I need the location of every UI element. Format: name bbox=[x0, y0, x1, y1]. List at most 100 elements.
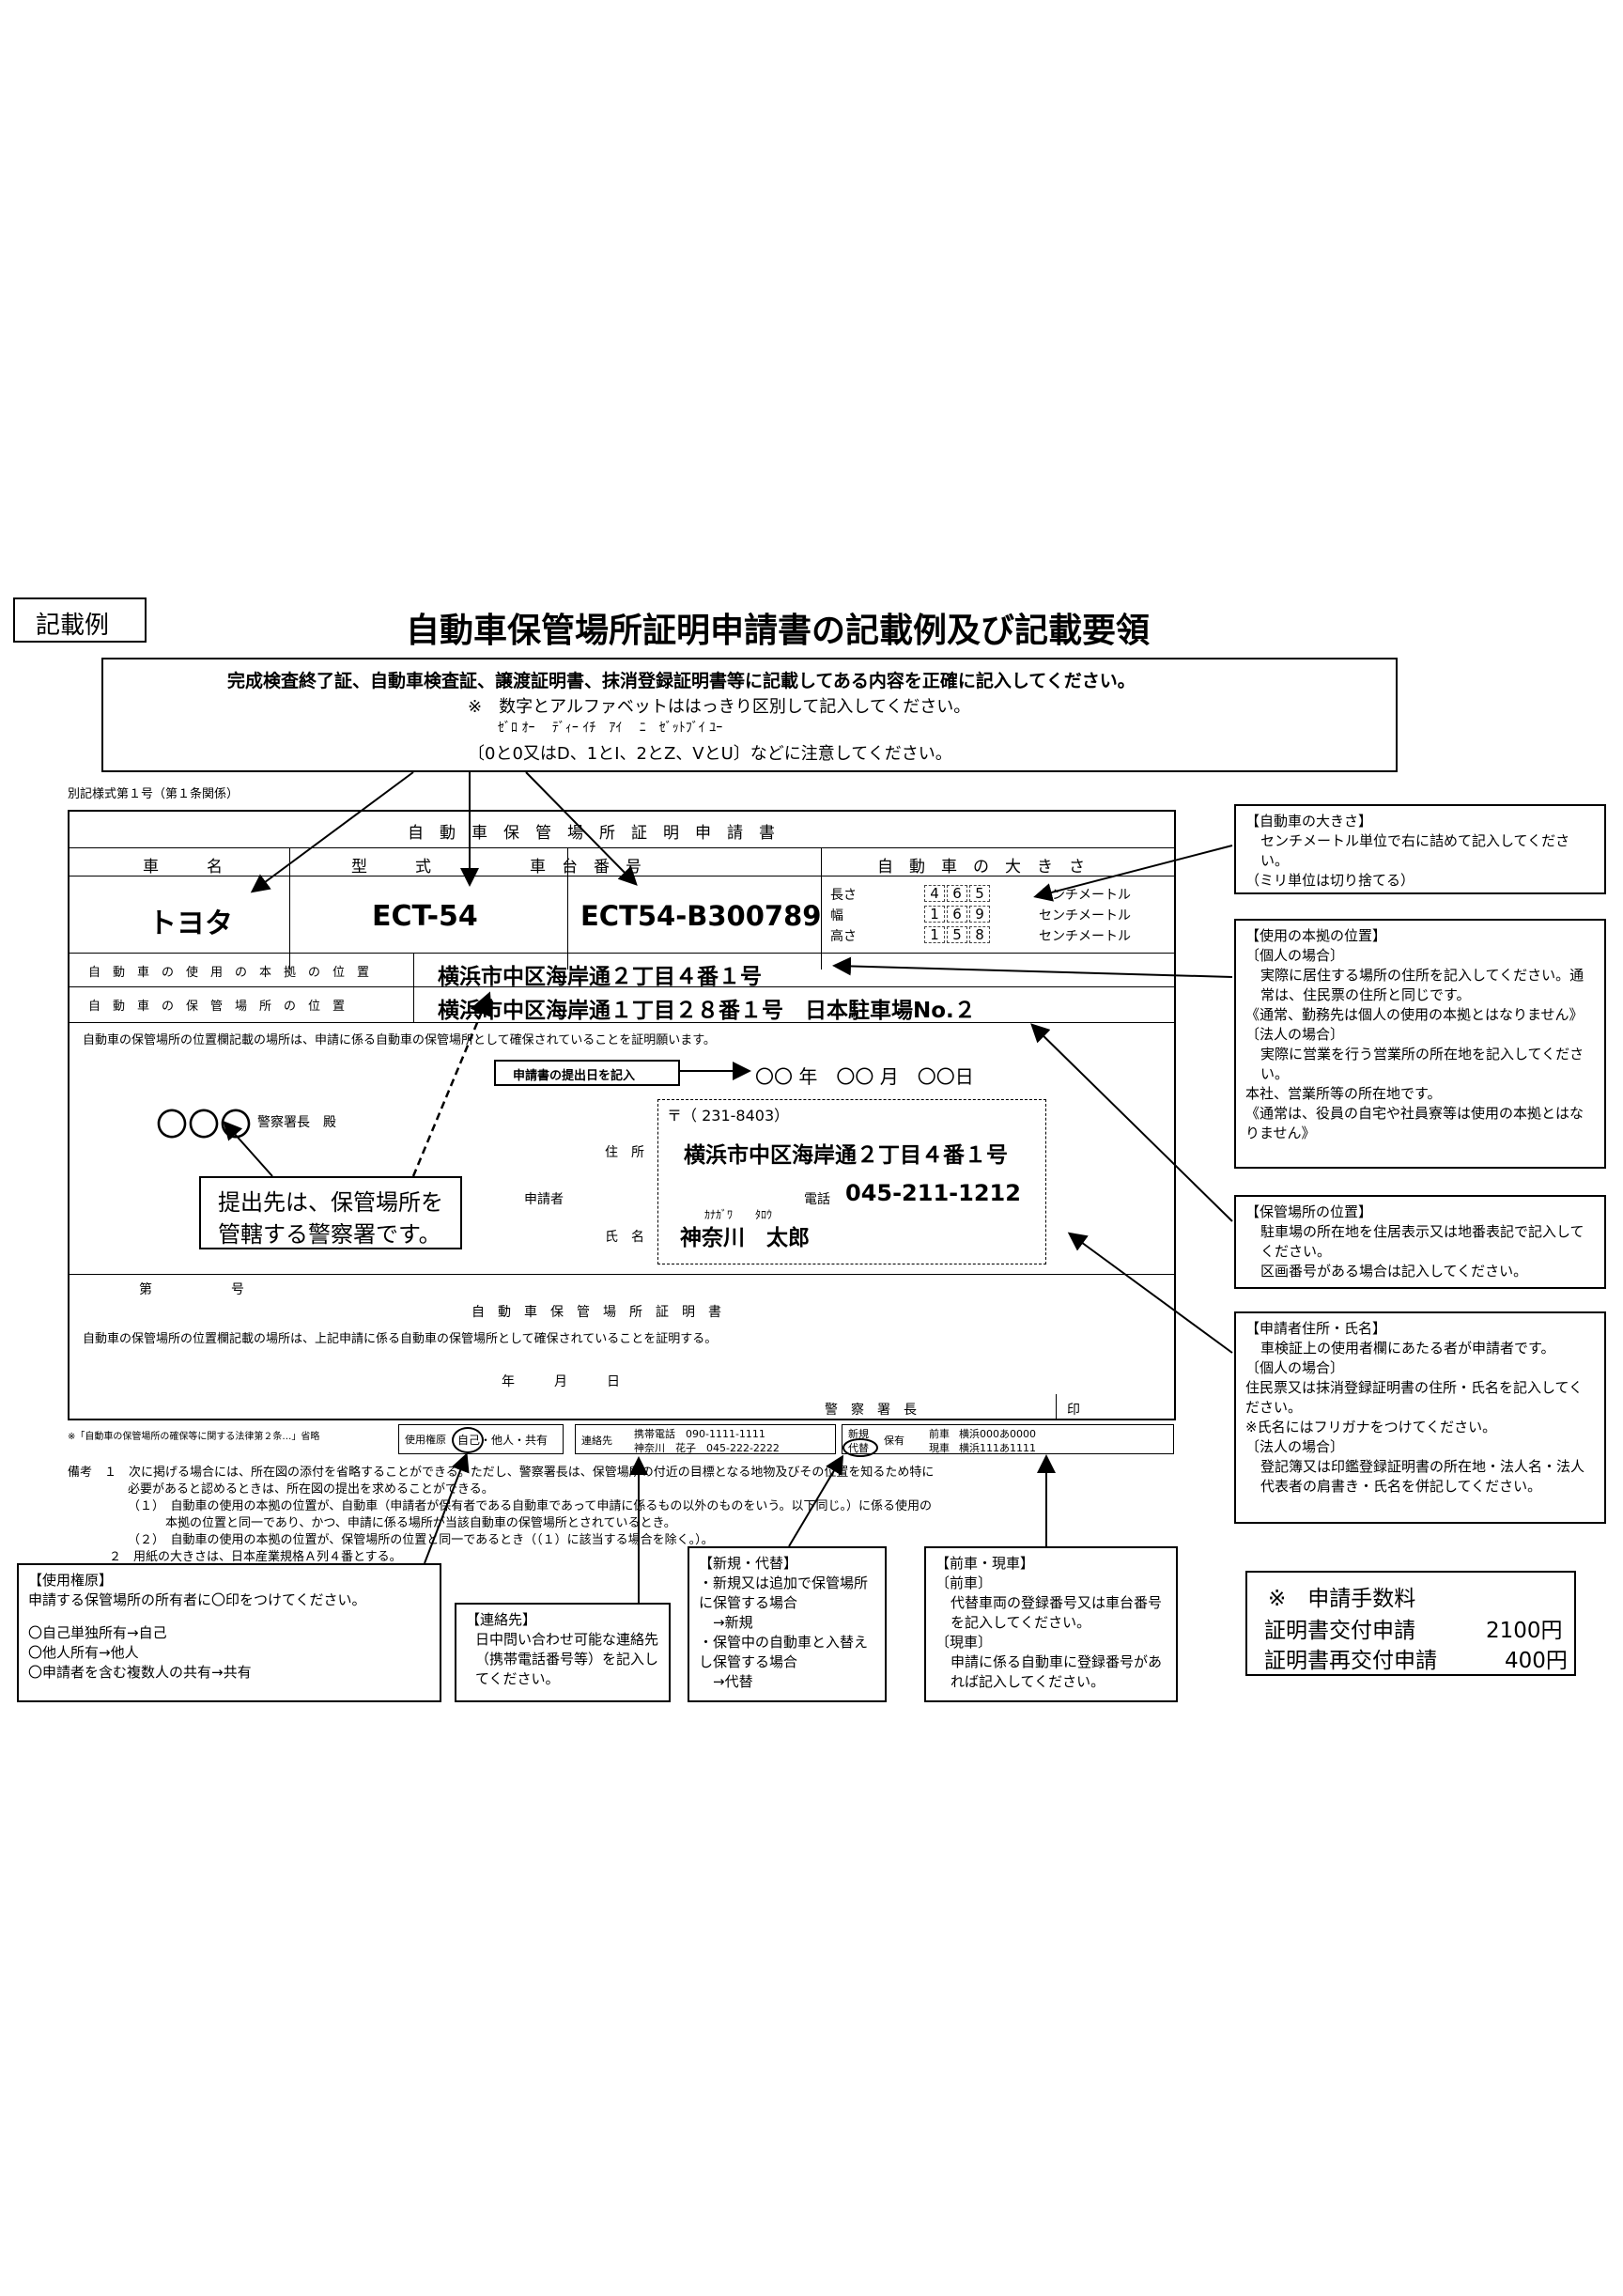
replace-circle-mark bbox=[842, 1438, 878, 1457]
height-digit-1[interactable]: 1 bbox=[924, 926, 945, 943]
length-digit-1[interactable]: 4 bbox=[924, 885, 945, 902]
certificate-date: 年 月 日 bbox=[502, 1374, 620, 1389]
note-use-line3: 《通常、勤務先は個人の使用の本拠とはなりません》 bbox=[1245, 1006, 1584, 1023]
note-before-current-line4: 申請に係る自動車に登録番号があれば記入してください。 bbox=[951, 1653, 1163, 1690]
length-digit-3[interactable]: 5 bbox=[969, 885, 990, 902]
submit-callout-line1: 提出先は、保管場所を bbox=[218, 1189, 443, 1216]
storage-location-value[interactable]: 横浜市中区海岸通１丁目２８番１号 日本駐車場No.２ bbox=[438, 999, 976, 1023]
contact-line1[interactable]: 携帯電話 090-1111-1111 bbox=[634, 1428, 765, 1440]
top-note-line1: 完成検査終了証、自動車検査証、譲渡証明書、抹消登録証明書等に記載してある内容を正… bbox=[227, 671, 1136, 691]
model-value[interactable]: ECT-54 bbox=[372, 900, 478, 933]
police-chief-suffix: 警察署長 殿 bbox=[257, 1115, 336, 1130]
note-usage-right: 【使用権原】 申請する保管場所の所有者に〇印をつけてください。 〇自己単独所有→… bbox=[17, 1563, 441, 1702]
postal-code[interactable]: 〒（ 231-8403） bbox=[667, 1107, 790, 1125]
note-new-replace-line4: →代替 bbox=[699, 1673, 753, 1690]
before-value[interactable]: 横浜000あ0000 bbox=[959, 1428, 1036, 1440]
note-size: 【自動車の大きさ】 センチメートル単位で右に詰めて記入してください。 （ミリ単位… bbox=[1234, 804, 1606, 894]
length-digit-2[interactable]: 6 bbox=[947, 885, 967, 902]
note-use-line4: 〔法人の場合〕 bbox=[1245, 1026, 1345, 1043]
fee-box: ※ 申請手数料 証明書交付申請 2100円 証明書再交付申請 400円 bbox=[1245, 1571, 1576, 1676]
size-width-label: 幅 bbox=[830, 908, 843, 923]
use-location-value[interactable]: 横浜市中区海岸通２丁目４番１号 bbox=[438, 965, 762, 989]
note-new-replace-line2: →新規 bbox=[699, 1614, 753, 1631]
furigana[interactable]: ｶﾅｶﾞﾜ ﾀﾛｳ bbox=[704, 1208, 773, 1221]
col-name-header: 車 名 bbox=[143, 858, 223, 877]
note-new-replace-line1: ・新規又は追加で保管場所に保管する場合 bbox=[699, 1575, 869, 1611]
col-size-header: 自 動 車 の 大 き さ bbox=[877, 858, 1085, 877]
new-label[interactable]: 新規 bbox=[848, 1428, 869, 1440]
remarks-line5: （２） 自動車の使用の本拠の位置が、保管場所の位置と同一であるとき（（１）に該当… bbox=[128, 1533, 714, 1547]
chassis-value[interactable]: ECT54-B300789 bbox=[580, 900, 822, 932]
note-new-replace: 【新規・代替】 ・新規又は追加で保管場所に保管する場合 →新規 ・保管中の自動車… bbox=[688, 1546, 887, 1702]
note-contact-title: 【連絡先】 bbox=[466, 1611, 537, 1628]
applicant-label: 申請者 bbox=[524, 1192, 564, 1207]
height-digit-3[interactable]: 8 bbox=[969, 926, 990, 943]
note-applicant-line5: 〔法人の場合〕 bbox=[1245, 1438, 1345, 1455]
application-date[interactable]: 〇〇 年 〇〇 月 〇〇日 bbox=[755, 1065, 974, 1088]
remarks-line2: 必要があると認めるときは、所在図の提出を求めることができる。 bbox=[128, 1482, 494, 1497]
width-digit-2[interactable]: 6 bbox=[947, 906, 967, 923]
note-contact: 【連絡先】 日中問い合わせ可能な連絡先（携帯電話番号等）を記入してください。 bbox=[455, 1603, 671, 1702]
fee-row2-label: 証明書再交付申請 bbox=[1264, 1649, 1437, 1673]
contact-line2[interactable]: 神奈川 花子 045-222-2222 bbox=[634, 1442, 780, 1454]
note-storage-title: 【保管場所の位置】 bbox=[1245, 1203, 1373, 1220]
top-note-line4: 〔0と0又はD、1とI、2とZ、VとU〕などに注意してください。 bbox=[468, 744, 952, 764]
declaration-text: 自動車の保管場所の位置欄記載の場所は、申請に係る自動車の保管場所として確保されて… bbox=[83, 1033, 716, 1047]
phone-value[interactable]: 045-211-1212 bbox=[845, 1180, 1021, 1206]
form-header: 自 動 車 保 管 場 所 証 明 申 請 書 bbox=[408, 824, 775, 843]
new-replace-field: 新規 代替 保有 前車 横浜000あ0000 現車 横浜111あ1111 bbox=[842, 1424, 1174, 1457]
submit-callout: 提出先は、保管場所を 管轄する警察署です。 bbox=[199, 1176, 462, 1249]
width-unit: センチメートル bbox=[1039, 908, 1131, 923]
note-usage-title: 【使用権原】 bbox=[28, 1572, 114, 1589]
dai-go: 第 号 bbox=[139, 1282, 244, 1297]
storage-location-label: 自 動 車 の 保 管 場 所 の 位 置 bbox=[88, 1000, 346, 1014]
name-label: 氏 名 bbox=[605, 1230, 644, 1245]
note-use-location: 【使用の本拠の位置】 〔個人の場合〕 実際に居住する場所の住所を記入してください… bbox=[1234, 919, 1606, 1169]
arrow-to-usage bbox=[424, 1452, 470, 1564]
remarks-line1: 備考 １ 次に掲げる場合には、所在図の添付を省略することができる。ただし、警察署… bbox=[68, 1466, 935, 1480]
height-digit-2[interactable]: 5 bbox=[947, 926, 967, 943]
current-value[interactable]: 横浜111あ1111 bbox=[959, 1442, 1036, 1454]
current-label: 現車 bbox=[929, 1442, 950, 1454]
remarks-line3: （１） 自動車の使用の本拠の位置が、自動車（申請者が保有者である自動車であって申… bbox=[128, 1499, 933, 1513]
usage-right-label: 使用権原 bbox=[405, 1434, 446, 1446]
submit-callout-line2: 管轄する警察署です。 bbox=[218, 1221, 441, 1248]
note-use-title: 【使用の本拠の位置】 bbox=[1245, 927, 1387, 944]
note-usage-line4: 〇他人所有→他人 bbox=[28, 1644, 139, 1661]
top-note-line3: ｾﾞﾛ ｵｰ ﾃﾞｨｰ ｲﾁ ｱｲ ﾆ ｾﾞｯﾄﾌﾞｲ ﾕｰ bbox=[498, 721, 723, 736]
note-applicant: 【申請者住所・氏名】 車検証上の使用者欄にあたる者が申請者です。 〔個人の場合〕… bbox=[1234, 1311, 1606, 1524]
top-note-box: 完成検査終了証、自動車検査証、譲渡証明書、抹消登録証明書等に記載してある内容を正… bbox=[101, 658, 1398, 772]
car-name-value[interactable]: トヨタ bbox=[148, 908, 233, 940]
note-size-line2: （ミリ単位は切り捨てる） bbox=[1245, 872, 1415, 889]
width-digit-1[interactable]: 1 bbox=[924, 906, 945, 923]
note-before-current-line2: 代替車両の登録番号又は車台番号を記入してください。 bbox=[951, 1594, 1163, 1631]
footnote: ※「自動車の保管場所の確保等に関する法律第２条…」省略 bbox=[68, 1432, 320, 1442]
arrow-to-chassis bbox=[525, 771, 638, 886]
size-length-label: 長さ bbox=[830, 888, 857, 903]
address-label: 住 所 bbox=[605, 1145, 644, 1160]
note-usage-line3: 〇自己単独所有→自己 bbox=[28, 1624, 167, 1641]
note-before-current: 【前車・現車】 〔前車〕 代替車両の登録番号又は車台番号を記入してください。 〔… bbox=[924, 1546, 1178, 1702]
fee-row2-value: 400円 bbox=[1505, 1649, 1568, 1673]
note-storage-line2: 区画番号がある場合は記入してください。 bbox=[1260, 1263, 1528, 1280]
top-note-line2: ※ 数字とアルファベットははっきり区別して記入してください。 bbox=[468, 697, 971, 717]
before-label: 前車 bbox=[929, 1428, 950, 1440]
applicant-name[interactable]: 神奈川 太郎 bbox=[680, 1226, 810, 1250]
type-label: 保有 bbox=[884, 1435, 904, 1447]
arrow-to-storage-location bbox=[1030, 1023, 1233, 1222]
note-use-line7: 《通常は、役員の自宅や社員寮等は使用の本拠とはなりません》 bbox=[1245, 1105, 1584, 1141]
police-chief-sign: 警 察 署 長 bbox=[825, 1403, 917, 1418]
fee-title: ※ 申請手数料 bbox=[1268, 1587, 1416, 1611]
applicant-address[interactable]: 横浜市中区海岸通２丁目４番１号 bbox=[684, 1143, 1008, 1168]
note-storage-line1: 駐車場の所在地を住居表示又は地番表記で記入してください。 bbox=[1260, 1223, 1584, 1260]
width-digit-3[interactable]: 9 bbox=[969, 906, 990, 923]
note-before-current-title: 【前車・現車】 bbox=[935, 1555, 1035, 1572]
note-before-current-line1: 〔前車〕 bbox=[935, 1575, 993, 1591]
note-use-line2: 実際に居住する場所の住所を記入してください。通常は、住民票の住所と同じです。 bbox=[1260, 967, 1584, 1003]
seal-mark: 印 bbox=[1067, 1403, 1080, 1418]
remarks-line6: ２ 用紙の大きさは、日本産業規格Ａ列４番とする。 bbox=[109, 1550, 402, 1564]
note-usage-line5: 〇申請者を含む複数人の共有→共有 bbox=[28, 1664, 252, 1681]
dashed-arrow-to-storage bbox=[411, 991, 492, 1177]
note-applicant-line2: 〔個人の場合〕 bbox=[1245, 1359, 1345, 1376]
